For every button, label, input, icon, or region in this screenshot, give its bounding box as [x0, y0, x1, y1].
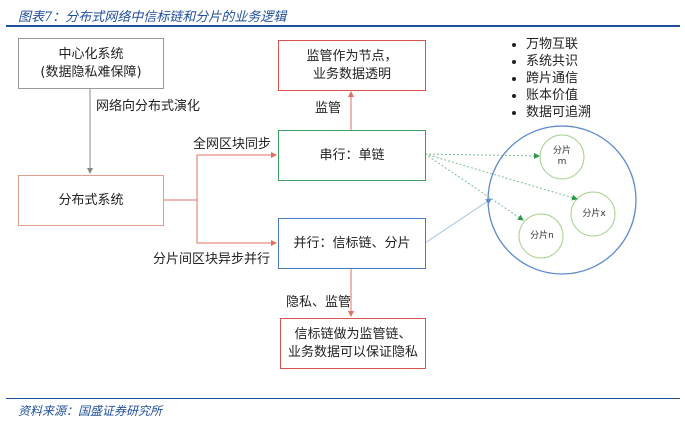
top-divider [6, 25, 680, 27]
distributed-label: 分布式系统 [58, 192, 124, 208]
evolve-label: 网络向分布式演化 [96, 99, 201, 114]
list-item: 系统共识 [526, 53, 591, 70]
shard-x-name: 分片 [582, 209, 601, 219]
feature-list: 万物互联 系统共识 跨片通信 账本价值 数据可追溯 [510, 36, 591, 121]
shard-m-name: 分片 [552, 146, 571, 156]
shard-x-circle [570, 191, 616, 237]
central-line1: 中心化系统 [58, 46, 124, 62]
parallel-box: 并行：信标链、分片 [278, 218, 426, 269]
shard-n: 分片n [524, 231, 560, 242]
distributed-system-box: 分布式系统 [18, 175, 164, 226]
list-item: 数据可追溯 [526, 104, 591, 121]
list-item: 万物互联 [526, 36, 591, 53]
supervision-line2: 业务数据透明 [312, 66, 391, 82]
beacon-line1: 信标链做为监管链、 [294, 326, 412, 342]
supervision-node-box: 监管作为节点， 业务数据透明 [278, 40, 426, 91]
list-item: 账本价值 [526, 87, 591, 104]
figure-title: 图表7：分布式网络中信标链和分片的业务逻辑 [18, 10, 287, 25]
sync-arrow [163, 152, 277, 201]
list-item: 跨片通信 [526, 70, 591, 87]
shard-x-sub: x [600, 209, 606, 219]
privacy-label: 隐私、监管 [286, 295, 352, 310]
centralized-system-box: 中心化系统 (数据隐私难保障) [18, 38, 164, 89]
shard-n-name: 分片 [530, 231, 549, 241]
serial-label: 串行：单链 [319, 147, 385, 163]
bottom-divider [6, 398, 680, 399]
serial-chain-box: 串行：单链 [278, 130, 426, 181]
central-line2: (数据隐私难保障) [40, 64, 142, 80]
parallel-label: 并行：信标链、分片 [293, 235, 411, 251]
supervision-line1: 监管作为节点， [306, 48, 398, 64]
shard-m-sub: m [557, 157, 567, 167]
shard-x: 分片x [576, 209, 612, 220]
shard-n-sub: n [548, 231, 554, 241]
beacon-line2: 业务数据可以保证隐私 [287, 344, 418, 360]
sync-label: 全网区块同步 [193, 137, 272, 152]
shard-n-circle [518, 213, 564, 259]
supervise-label: 监管 [315, 101, 342, 116]
source-note: 资料来源：国盛证券研究所 [18, 404, 163, 418]
shard-m-circle [539, 134, 585, 180]
async-label: 分片间区块异步并行 [153, 252, 271, 267]
beacon-chain-box: 信标链做为监管链、 业务数据可以保证隐私 [280, 318, 426, 369]
async-arrow [196, 200, 277, 246]
